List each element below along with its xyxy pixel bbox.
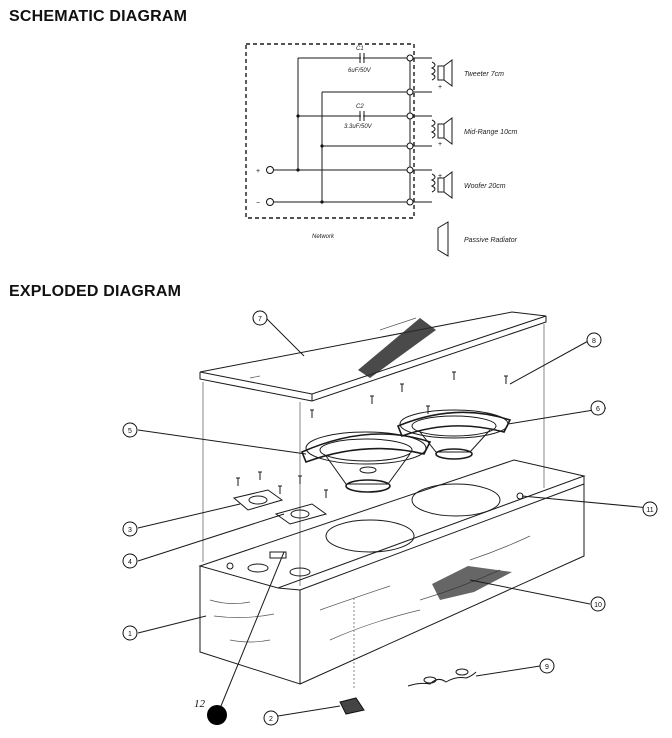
callout-7: 7 xyxy=(258,316,262,323)
minus-label: − xyxy=(256,200,260,207)
plus-label: + xyxy=(256,168,260,175)
callout-5: 5 xyxy=(128,428,132,435)
callout-7-circle xyxy=(252,310,268,326)
assembly-guide-lines xyxy=(202,324,545,690)
callout-8-circle xyxy=(586,332,602,348)
callout-1: 1 xyxy=(128,631,132,638)
callout-6-circle xyxy=(590,400,606,416)
enclosure-cabinet xyxy=(198,459,586,685)
cabinet-label-area xyxy=(432,566,512,600)
input-minus-terminal xyxy=(266,198,274,206)
top-panel-shading xyxy=(358,318,436,378)
tweeter-symbol: + xyxy=(413,57,453,93)
network-box xyxy=(245,43,415,219)
schematic-diagram: C1 6uF/50V C2 3.3uF/50V + − xyxy=(245,43,518,257)
schematic-heading: SCHEMATIC DIAGRAM xyxy=(9,8,188,25)
callout-12: 12 xyxy=(194,698,206,710)
svg-text:+: + xyxy=(438,141,442,148)
passive-radiator-symbol xyxy=(437,221,449,257)
input-plus-terminal xyxy=(266,166,274,174)
midrange-symbol: + xyxy=(413,115,453,148)
callout-10-circle xyxy=(590,596,606,612)
midrange-label: Mid-Range 10cm xyxy=(464,129,517,136)
woofer-driver xyxy=(396,409,512,460)
callout-9: 9 xyxy=(545,664,549,671)
wire-harness xyxy=(407,668,477,687)
exploded-diagram: 1 2 3 4 5 6 7 8 9 10 11 12 xyxy=(122,310,658,726)
callout-11: 11 xyxy=(646,507,653,514)
callout-3: 3 xyxy=(128,527,132,534)
terminal-slot xyxy=(269,551,287,559)
passive-radiator-label: Passive Radiator xyxy=(464,237,518,244)
callout-3-circle xyxy=(122,521,138,537)
callout-6: 6 xyxy=(596,406,600,413)
tweeter-b xyxy=(274,503,328,525)
c1-value: 6uF/50V xyxy=(348,68,372,74)
callout-5-circle xyxy=(122,422,138,438)
callout-2-circle xyxy=(263,710,279,726)
callout-2: 2 xyxy=(269,716,273,723)
callout-1-circle xyxy=(122,625,138,641)
woofer-cutout xyxy=(411,483,501,517)
midrange-cutout xyxy=(325,519,415,553)
c1-name: C1 xyxy=(356,46,364,52)
top-panel xyxy=(199,311,547,402)
c2-value: 3.3uF/50V xyxy=(344,124,373,130)
callout-leaders xyxy=(137,317,651,717)
exploded-heading: EXPLODED DIAGRAM xyxy=(9,283,182,300)
callout-8: 8 xyxy=(592,338,596,345)
tweeter-label: Tweeter 7cm xyxy=(464,71,504,78)
tweeter-a xyxy=(232,489,284,511)
c2-name: C2 xyxy=(356,104,364,110)
network-label: Network xyxy=(312,234,335,240)
callout-10: 10 xyxy=(594,602,602,609)
foot-part xyxy=(339,697,365,715)
midrange-driver xyxy=(300,431,432,493)
woofer-label: Woofer 20cm xyxy=(464,183,506,190)
callout-4-circle xyxy=(122,553,138,569)
part-12-marker xyxy=(207,705,227,725)
callout-9-circle xyxy=(539,658,555,674)
screws xyxy=(236,371,508,498)
woofer-symbol: + xyxy=(413,169,453,203)
callout-markers: 1 2 3 4 5 6 7 8 9 10 11 12 xyxy=(122,310,658,726)
svg-text:+: + xyxy=(438,173,442,180)
callout-11-circle xyxy=(642,501,658,517)
callout-4: 4 xyxy=(128,559,132,566)
svg-text:+: + xyxy=(438,84,442,91)
